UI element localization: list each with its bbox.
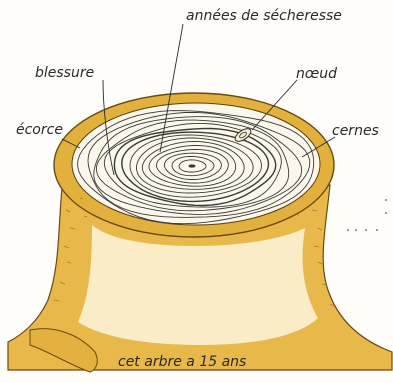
edge-dots (347, 199, 387, 231)
label-knot: nœud (296, 67, 337, 81)
label-wound: blessure (35, 66, 94, 80)
label-drought-years: années de sécheresse (186, 9, 342, 23)
caption: cet arbre a 15 ans (118, 355, 246, 369)
pith (189, 165, 195, 167)
label-rings: cernes (332, 124, 379, 138)
label-bark: écorce (16, 123, 63, 137)
